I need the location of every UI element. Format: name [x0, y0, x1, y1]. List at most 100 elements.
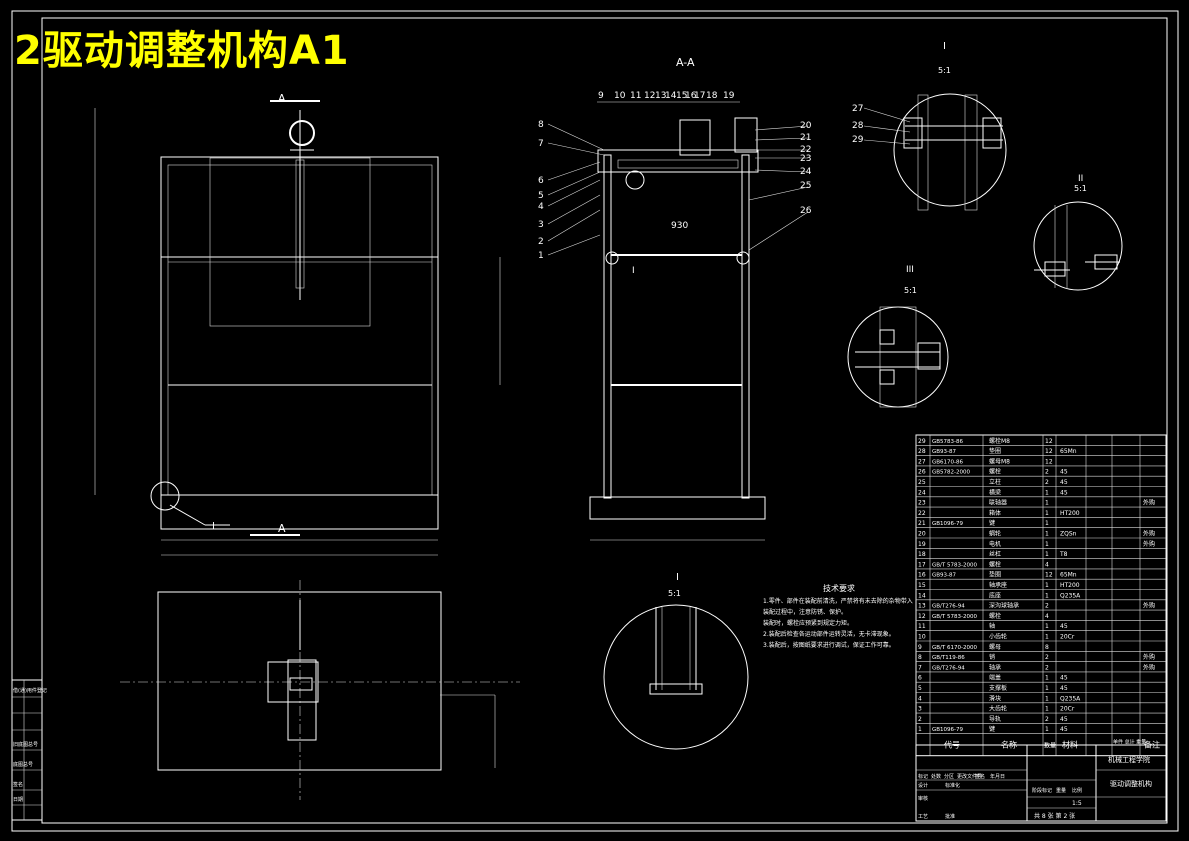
bom-row-no: 1: [918, 726, 922, 733]
title-block-label: 批准: [945, 813, 955, 820]
bom-row-no: 26: [918, 469, 926, 476]
bom-row-no: 12: [918, 613, 926, 620]
outer-frame: [11, 10, 1179, 832]
title-block-label: 标准化: [945, 782, 960, 789]
detail-iii: [847, 306, 949, 408]
bom-row-no: 15: [918, 582, 926, 589]
leader-28: 28: [852, 121, 864, 131]
bom-row-no: 25: [918, 479, 926, 486]
bom-row-code: GB93-87: [932, 449, 957, 455]
leader-6: 6: [538, 176, 544, 186]
leader-7: 7: [538, 139, 544, 149]
bom-row-material: 65Mn: [1060, 448, 1077, 455]
leader-8: 8: [538, 120, 544, 130]
leader-23: 23: [800, 154, 811, 164]
bom-row-name: 垫圈: [989, 447, 1001, 455]
tb-drawing-name: 驱动调整机构: [1110, 779, 1152, 788]
tb-sheet: 共 8 张 第 2 张: [1034, 812, 1075, 820]
leaders-left: [547, 123, 605, 256]
bom-row-no: 6: [918, 675, 922, 682]
bom-row-no: 24: [918, 489, 926, 496]
title-block-label: 审核: [918, 795, 928, 802]
bom-row-material: 45: [1060, 685, 1068, 692]
bom-row-code: GB/T 6170-2000: [932, 645, 977, 651]
section-aa-view: [589, 117, 766, 541]
strip-2: 旧底图总号: [13, 741, 38, 748]
note-line-3: 装配时，螺栓应预紧到规定力矩。: [763, 619, 853, 627]
bom-row-no: 7: [918, 664, 922, 671]
detail-ii-label: II: [1078, 174, 1083, 184]
bom-row-no: 21: [918, 520, 926, 527]
bom-row-material: 45: [1060, 479, 1068, 486]
leader-27: 27: [852, 104, 863, 114]
bom-row-name: 联轴器: [989, 499, 1007, 507]
detail-ii-scale: 5:1: [1074, 184, 1087, 193]
detail-iii-scale: 5:1: [904, 286, 917, 295]
bom-row-code: GB1096-79: [932, 727, 964, 733]
bom-row-no: 14: [918, 592, 926, 599]
bom-row-qty: 1: [1045, 726, 1049, 733]
bom-row-name: 螺母: [989, 643, 1001, 651]
bom-row-qty: 2: [1045, 716, 1049, 723]
bom-row-qty: 12: [1045, 572, 1053, 579]
bom-row-material: 65Mn: [1060, 572, 1077, 579]
bom-row-qty: 1: [1045, 510, 1049, 517]
bom-row-qty: 1: [1045, 541, 1049, 548]
bom-row-qty: 2: [1045, 664, 1049, 671]
bom-row-qty: 1: [1045, 695, 1049, 702]
bom-row-name: 轴承座: [989, 581, 1007, 589]
bom-row-name: 螺栓: [989, 612, 1001, 620]
bom-row-name: 螺母M8: [989, 457, 1010, 465]
bom-row-name: 轴承: [989, 663, 1001, 671]
bom-row-name: 端盖: [989, 674, 1001, 682]
bom-row-code: GB/T 5783-2000: [932, 562, 977, 568]
section-a-top: A: [278, 92, 286, 105]
detail-iii-label: III: [906, 265, 914, 275]
bom-row-material: 45: [1060, 469, 1068, 476]
bom-row-code: GB/T 5783-2000: [932, 614, 977, 620]
bom-row-remark: 外购: [1143, 530, 1155, 538]
leader-17: 17: [694, 91, 705, 101]
bom-row-material: 45: [1060, 489, 1068, 496]
bom-row-name: 垫圈: [989, 571, 1001, 579]
bom-row-code: GB93-87: [932, 573, 957, 579]
bom-row-name: 键: [989, 725, 995, 733]
bom-row-material: 20Cr: [1060, 634, 1075, 641]
tb-scale: 1:5: [1072, 800, 1082, 807]
leader-25: 25: [800, 181, 811, 191]
title-block-label: 更改文件号: [957, 773, 982, 780]
title-block-label: 分区: [944, 773, 954, 780]
bom-row-material: ZQSn: [1060, 531, 1077, 538]
bom-row-qty: 2: [1045, 654, 1049, 661]
title-block-label: 重量: [1056, 787, 1066, 794]
leader-14: 14: [665, 91, 677, 101]
detail-ii: [1033, 201, 1123, 291]
bom-row-qty: 2: [1045, 479, 1049, 486]
title-block-label: 工艺: [918, 814, 928, 820]
leader-13: 13: [655, 91, 666, 101]
bom-row-material: 45: [1060, 726, 1068, 733]
bom-row-code: GB/T276-94: [932, 604, 965, 610]
bom-row-name: 大齿轮: [989, 705, 1007, 713]
bom-row-qty: 12: [1045, 448, 1053, 455]
bom-row-qty: 2: [1045, 603, 1049, 610]
bom-row-remark: 外购: [1143, 540, 1155, 548]
bom-row-qty: 12: [1045, 458, 1053, 465]
detail-callout-front: I: [212, 521, 215, 532]
note-line-4: 2.装配后检查各运动部件运转灵活，无卡滞现象。: [763, 630, 895, 638]
left-strip: [11, 679, 43, 821]
leader-26: 26: [800, 206, 812, 216]
bom-row-qty: 1: [1045, 685, 1049, 692]
drawing-title: 2驱动调整机构A1: [14, 28, 350, 74]
bom-row-name: 螺栓: [989, 560, 1001, 568]
bom-row-no: 5: [918, 685, 922, 692]
dim-930: 930: [671, 221, 688, 231]
strip-1: 借(通)用件登记: [13, 687, 47, 694]
bom-row-no: 2: [918, 716, 922, 723]
bom-row-no: 23: [918, 500, 926, 507]
bom-row-no: 11: [918, 623, 926, 630]
detail-i: [863, 93, 1007, 211]
leader-21: 21: [800, 133, 811, 143]
bom-row-material: Q235A: [1060, 695, 1081, 702]
